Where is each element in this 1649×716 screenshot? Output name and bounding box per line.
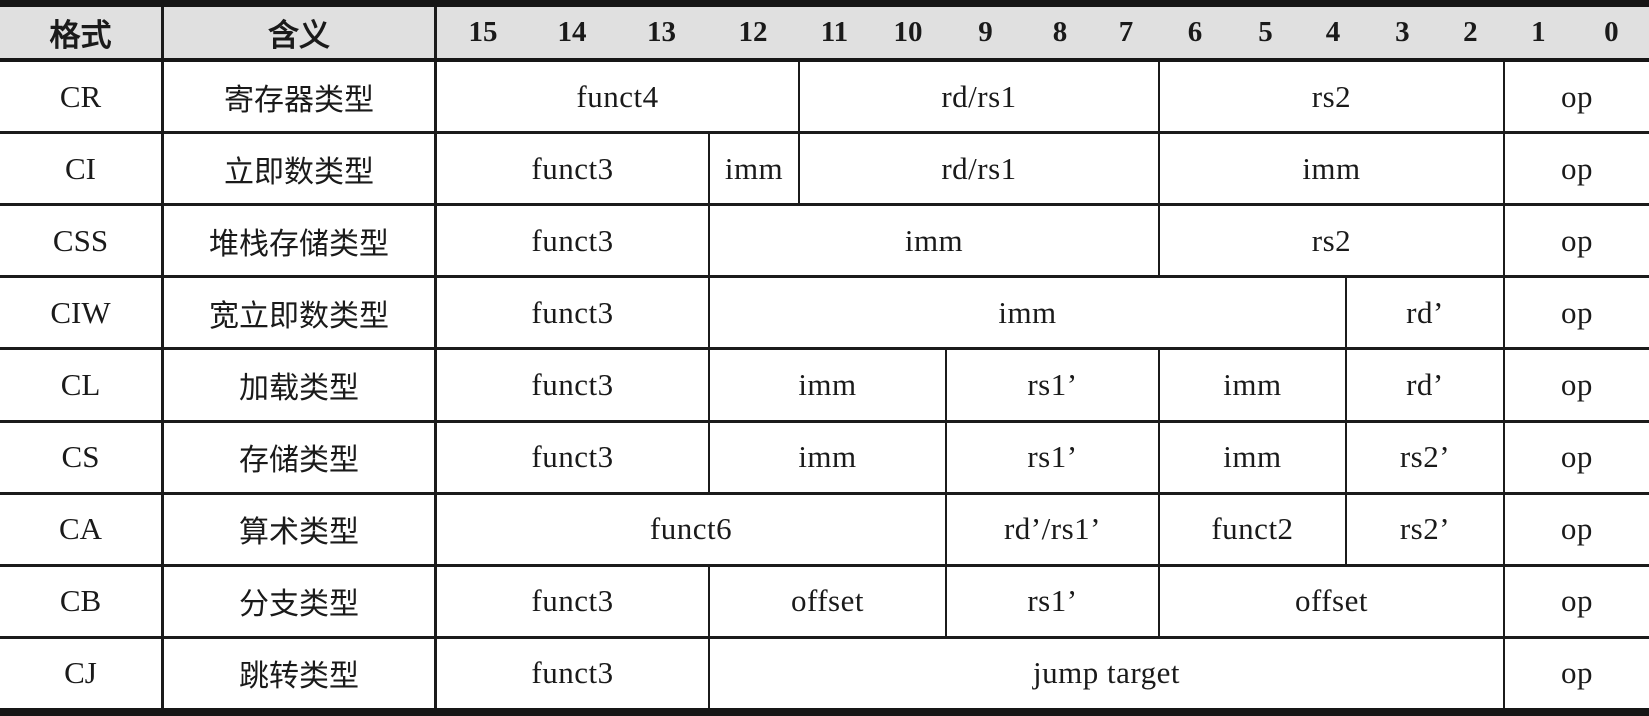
field-cell: funct3 bbox=[531, 366, 614, 402]
format-cell: CS bbox=[0, 422, 164, 492]
field-cell: funct3 bbox=[531, 583, 614, 619]
meaning-cell: 算术类型 bbox=[164, 494, 437, 564]
meaning-cell: 立即数类型 bbox=[164, 134, 437, 204]
field-cell: funct3 bbox=[531, 439, 614, 475]
bit-number-label: 10 bbox=[893, 16, 923, 48]
bit-number-label: 13 bbox=[646, 16, 676, 48]
field-cell: rd’ bbox=[1344, 350, 1503, 420]
field-cell: offset bbox=[708, 566, 945, 636]
bit-number-label: 5 bbox=[1258, 16, 1273, 48]
field-cell: imm bbox=[708, 206, 1158, 276]
format-cell: CI bbox=[0, 134, 164, 204]
bit-number-label: 8 bbox=[1052, 16, 1068, 48]
bit-number-label: 14 bbox=[557, 16, 587, 48]
field-cell: rs2’ bbox=[1344, 494, 1503, 564]
field-cell: rs1’ bbox=[944, 566, 1158, 636]
field-cell: op bbox=[1502, 134, 1649, 204]
field-cell: funct2 bbox=[1157, 494, 1345, 564]
field-cell: rd/rs1 bbox=[797, 62, 1158, 132]
field-cell: funct4 bbox=[576, 78, 659, 114]
field-cell: imm bbox=[708, 350, 945, 420]
bit-number-label: 12 bbox=[738, 16, 768, 48]
field-cell: rs2 bbox=[1158, 206, 1503, 276]
format-cell: CR bbox=[0, 62, 164, 132]
field-cell: funct3 bbox=[531, 222, 614, 258]
bit-number-label: 11 bbox=[820, 16, 849, 48]
format-cell: CIW bbox=[0, 278, 164, 348]
field-cell: op bbox=[1502, 206, 1649, 276]
field-cell: rd’ bbox=[1345, 278, 1503, 348]
field-cell: op bbox=[1502, 62, 1649, 132]
field-cell: rs1’ bbox=[944, 350, 1158, 420]
field-cell: op bbox=[1502, 638, 1649, 708]
bit-number-label: 0 bbox=[1604, 16, 1619, 48]
bit-number-label: 7 bbox=[1118, 16, 1134, 48]
field-cell: imm bbox=[1158, 134, 1503, 204]
meaning-cell: 跳转类型 bbox=[164, 638, 437, 708]
meaning-cell: 宽立即数类型 bbox=[164, 278, 437, 348]
bit-number-label: 4 bbox=[1325, 16, 1341, 48]
field-cell: rs1’ bbox=[944, 422, 1158, 492]
field-cell: imm bbox=[708, 278, 1345, 348]
meaning-cell: 堆栈存储类型 bbox=[164, 206, 437, 276]
field-cell: imm bbox=[1157, 350, 1345, 420]
field-cell: imm bbox=[708, 134, 798, 204]
bit-number-label: 2 bbox=[1463, 16, 1478, 48]
field-cell: rs2 bbox=[1157, 62, 1503, 132]
meaning-cell: 分支类型 bbox=[164, 566, 437, 636]
field-cell: funct3 bbox=[531, 294, 614, 330]
format-cell: CL bbox=[0, 350, 164, 420]
field-cell: funct3 bbox=[531, 655, 614, 691]
meaning-cell: 寄存器类型 bbox=[164, 62, 437, 132]
field-cell: op bbox=[1502, 350, 1649, 420]
format-column-header: 格式 bbox=[0, 7, 164, 58]
field-cell: funct3 bbox=[531, 150, 614, 186]
bit-number-label: 15 bbox=[468, 16, 498, 48]
bit-number-label: 1 bbox=[1531, 16, 1546, 48]
field-cell: op bbox=[1502, 422, 1649, 492]
bit-number-label: 6 bbox=[1187, 16, 1203, 48]
format-cell: CB bbox=[0, 566, 164, 636]
format-cell: CJ bbox=[0, 638, 164, 708]
meaning-cell: 存储类型 bbox=[164, 422, 437, 492]
field-cell: funct6 bbox=[649, 511, 733, 547]
format-cell: CA bbox=[0, 494, 164, 564]
field-cell: op bbox=[1502, 566, 1649, 636]
field-cell: rd/rs1 bbox=[798, 134, 1158, 204]
meaning-cell: 加载类型 bbox=[164, 350, 437, 420]
bit-number-label: 9 bbox=[978, 16, 993, 48]
field-cell: imm bbox=[708, 422, 945, 492]
field-cell: rd’/rs1’ bbox=[944, 494, 1158, 564]
field-cell: imm bbox=[1157, 422, 1345, 492]
meaning-column-header: 含义 bbox=[164, 7, 437, 58]
field-cell: op bbox=[1502, 494, 1649, 564]
format-cell: CSS bbox=[0, 206, 164, 276]
bit-number-label: 3 bbox=[1395, 16, 1410, 48]
field-cell: op bbox=[1502, 278, 1649, 348]
field-cell: offset bbox=[1157, 566, 1503, 636]
field-cell: rs2’ bbox=[1344, 422, 1503, 492]
field-cell: jump target bbox=[708, 638, 1503, 708]
